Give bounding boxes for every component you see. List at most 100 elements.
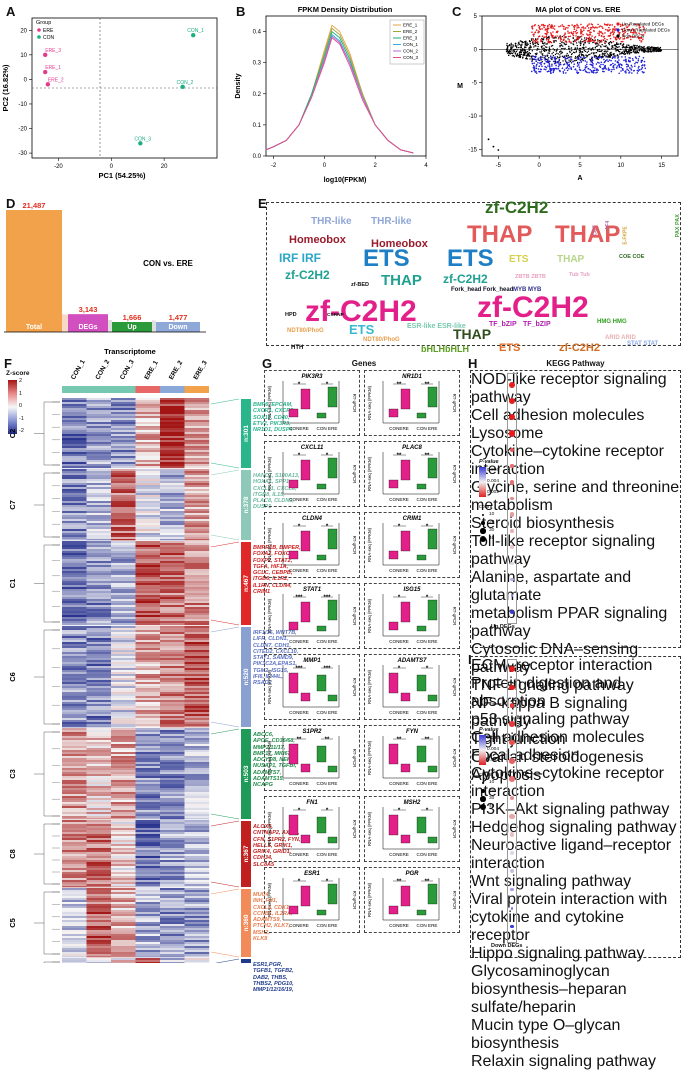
heatmap-cell <box>160 563 185 566</box>
cluster-gene-line: BMPR1B, BMPER, <box>253 545 301 551</box>
heatmap-cell <box>62 912 87 915</box>
heatmap-cell <box>135 894 161 897</box>
heatmap-cell <box>160 958 185 961</box>
ma-point-nondeg <box>512 46 514 48</box>
gene-significance: *** <box>295 595 303 601</box>
cluster-gene-line: IRF1/36, WNT7B, <box>253 630 297 636</box>
heatmap-cell <box>62 452 87 455</box>
heatmap-cell <box>111 460 136 463</box>
heatmap-cell <box>160 549 185 552</box>
ma-point-nondeg <box>555 40 557 42</box>
heatmap-cell <box>160 754 185 757</box>
gene-xtick-qpcr: CON ERE <box>417 497 438 502</box>
ma-point-nondeg <box>624 53 626 56</box>
ma-point-up <box>571 24 573 26</box>
heatmap-cell <box>62 760 87 763</box>
heatmap-cell <box>135 742 161 745</box>
heatmap-cell <box>62 778 87 781</box>
heatmap-cell <box>62 636 87 639</box>
gene-box-rnaseq-ere <box>300 763 311 773</box>
heatmap-cell <box>86 491 112 494</box>
heatmap-cell <box>135 464 161 467</box>
heatmap-cell <box>111 732 136 735</box>
ma-point-down <box>589 58 591 61</box>
heatmap-cell <box>135 444 161 447</box>
cluster-gene-line: APOE, CD36/68, <box>253 738 295 745</box>
ma-point-up <box>554 35 557 38</box>
heatmap-cell <box>160 722 185 725</box>
ma-point-down <box>535 60 538 63</box>
heatmap-cell <box>111 686 136 689</box>
kegg-xlabel: Down DEGs <box>491 943 523 949</box>
ma-point-up <box>587 39 590 42</box>
gene-name: MMP1 <box>303 658 321 664</box>
heatmap-cell <box>184 890 210 893</box>
ma-point-nondeg <box>594 55 596 57</box>
heatmap-cell <box>62 898 87 901</box>
heatmap-cell <box>160 428 185 431</box>
heatmap-cell <box>86 946 112 949</box>
heatmap-cell <box>62 646 87 649</box>
heatmap-cell <box>160 660 185 663</box>
ma-point-up <box>593 27 596 29</box>
tf-family-word: TF_bZIP <box>489 321 517 328</box>
heatmap-cell <box>160 774 185 777</box>
heatmap-cell <box>184 678 210 681</box>
heatmap-cell <box>111 756 136 759</box>
heatmap-cell <box>184 868 210 871</box>
heatmap-cell <box>86 958 112 961</box>
ma-point-nondeg <box>605 50 607 52</box>
heatmap-cell <box>160 454 185 457</box>
heatmap-cell <box>160 694 185 697</box>
ma-point-down <box>570 58 573 61</box>
heatmap-cell <box>86 585 112 588</box>
heatmap-cell <box>160 826 185 829</box>
heatmap-cell <box>135 561 161 564</box>
ma-point-up <box>567 27 569 29</box>
heatmap-cell <box>111 617 136 620</box>
kegg-dot <box>509 703 515 709</box>
heatmap-cell <box>184 513 210 516</box>
ma-point-down <box>562 70 564 73</box>
heatmap-cell <box>184 650 210 653</box>
heatmap-cell <box>135 408 161 411</box>
cluster-gene-line: NR1D1, DUSP4 <box>253 427 293 434</box>
heatmap-cell <box>111 436 136 439</box>
heatmap-cell <box>135 940 161 943</box>
tf-family-word: THR-like <box>311 216 352 227</box>
heatmap-cell <box>111 442 136 445</box>
cluster-gene-line: ADAMTS15, <box>253 776 285 783</box>
gene-xtick-qpcr: CON ERE <box>317 781 338 786</box>
ma-point-down <box>618 66 621 68</box>
heatmap-cell <box>160 854 185 857</box>
ma-point-nondeg <box>560 52 562 55</box>
kegg-dot <box>508 398 516 405</box>
gene-significance: ** <box>297 737 302 743</box>
heatmap-cell <box>111 533 136 536</box>
heatmap-cell <box>111 880 136 883</box>
heatmap-cell <box>160 585 185 588</box>
tf-family-word: Homeobox <box>371 238 428 250</box>
heatmap-cell <box>184 547 210 550</box>
heatmap-cell <box>111 680 136 683</box>
ma-point-down <box>597 69 599 72</box>
heatmap-cell <box>86 832 112 835</box>
heatmap-cell <box>86 481 112 484</box>
ma-point-nondeg <box>568 45 570 48</box>
ma-point-down <box>604 60 606 63</box>
ma-point-down <box>605 68 607 70</box>
heatmap-cell <box>111 750 136 753</box>
kegg-count-label: 20 <box>489 520 495 525</box>
gene-box-rnaseq-ere <box>300 388 311 410</box>
heatmap-cell <box>184 898 210 901</box>
heatmap-cell <box>86 792 112 795</box>
ma-point-down <box>535 72 538 74</box>
heatmap-cell <box>86 882 112 885</box>
ma-point-up <box>574 30 577 33</box>
heatmap-cell <box>184 924 210 927</box>
heatmap-cell <box>86 670 112 673</box>
ma-point-down <box>625 72 627 74</box>
ma-point-up <box>548 41 551 44</box>
heatmap-cell <box>86 597 112 600</box>
cluster-gene-line: CCNB1, IL2RA, <box>253 910 293 917</box>
